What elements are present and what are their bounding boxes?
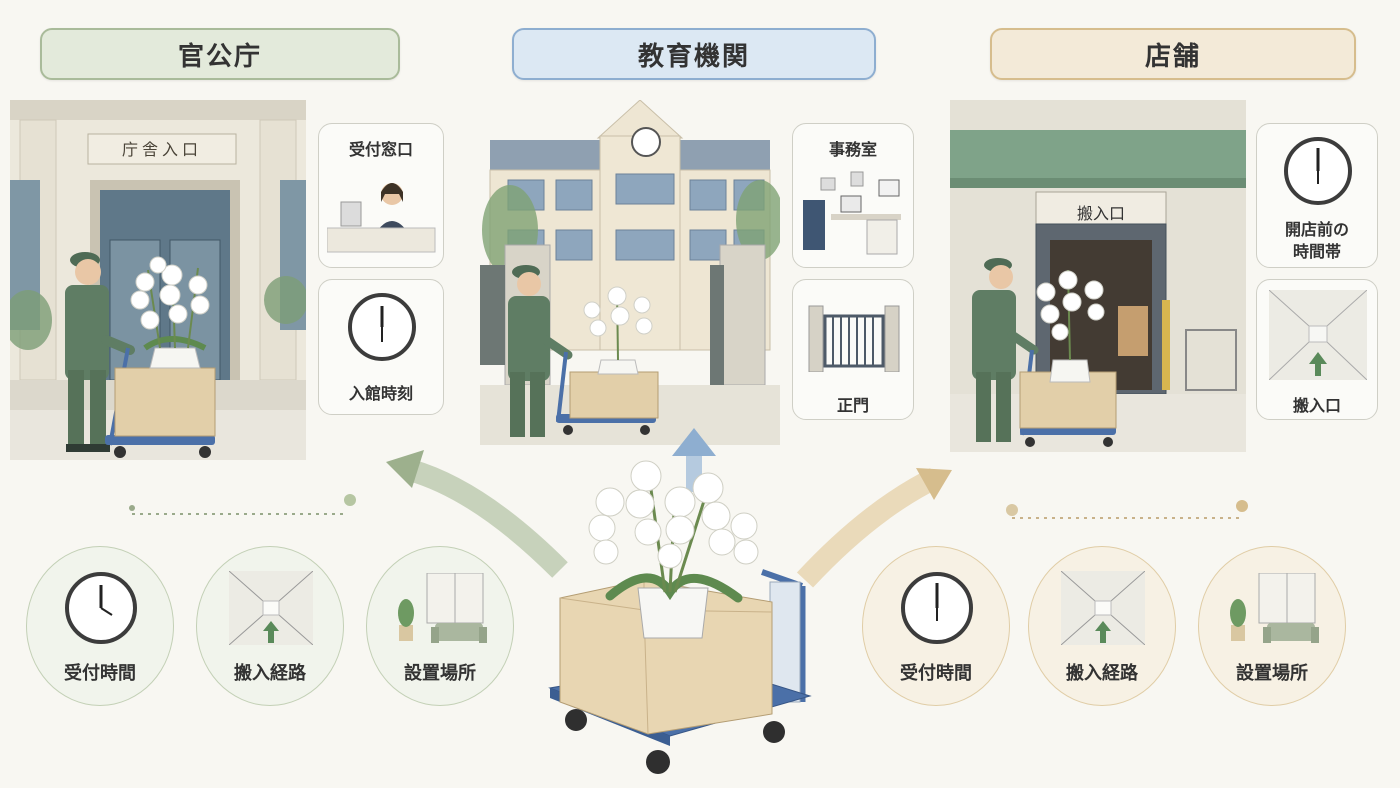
store-card-loading-entrance-label: 搬入口 — [1292, 396, 1341, 415]
store-circle-reception-hours: 受付時間 — [862, 546, 1010, 706]
arrow-to-store — [796, 468, 940, 588]
school-building-scene — [480, 100, 780, 445]
store-header: 店舗 — [990, 28, 1356, 80]
store-building-scene: 搬入口 — [950, 100, 1246, 452]
store-card-loading-entrance: 搬入口 — [1256, 279, 1378, 420]
corridor-icon — [1269, 290, 1367, 380]
school-building-illustration — [480, 100, 780, 445]
store-card-before-opening-label: 開店前の — [1284, 220, 1349, 239]
reception-desk-icon — [327, 183, 436, 253]
store-circle-delivery-route: 搬入経路 — [1028, 546, 1176, 706]
government-building-illustration — [10, 100, 306, 460]
government-card-entry-time-label: 入館時刻 — [348, 384, 413, 403]
education-card-gate: 正門 — [792, 279, 914, 420]
government-card-reception-label: 受付窓口 — [348, 140, 413, 159]
education-header-label: 教育機関 — [637, 41, 750, 72]
government-circle-installation-place: 設置場所 — [366, 546, 514, 706]
government-card-reception: 受付窓口 — [318, 123, 444, 268]
clock-icon — [901, 572, 973, 644]
government-circle-reception-hours-label: 受付時間 — [64, 663, 136, 684]
store-card-before-opening: 開店前の 時間帯 — [1256, 123, 1378, 268]
government-circle-delivery-route-label: 搬入経路 — [234, 663, 306, 684]
clock-icon — [348, 293, 416, 361]
store-building-illustration — [950, 100, 1246, 452]
store-circle-installation-place-label: 設置場所 — [1236, 663, 1308, 684]
education-card-office: 事務室 — [792, 123, 914, 268]
education-card-gate-label: 正門 — [836, 396, 869, 415]
government-building-scene: 庁舎入口 — [10, 100, 306, 460]
clock-icon — [1284, 137, 1352, 205]
corridor-icon — [229, 571, 313, 645]
government-building-sign: 庁舎入口 — [121, 140, 202, 159]
government-card-entry-time: 入館時刻 — [318, 279, 444, 415]
corridor-icon — [1061, 571, 1145, 645]
store-circle-reception-hours-label: 受付時間 — [900, 663, 972, 684]
store-header-label: 店舗 — [1144, 41, 1201, 72]
government-header: 官公庁 — [40, 28, 400, 80]
orchid-cart-illustration — [548, 460, 812, 774]
lounge-icon — [398, 573, 487, 643]
lounge-icon — [1230, 573, 1319, 643]
arrow-head-store — [916, 468, 952, 500]
gate-icon — [808, 305, 900, 372]
store-card-before-opening-label-2: 時間帯 — [1292, 242, 1341, 261]
store-circle-installation-place: 設置場所 — [1198, 546, 1346, 706]
office-icon — [803, 171, 901, 255]
government-circle-reception-hours: 受付時間 — [26, 546, 174, 706]
government-circle-delivery-route: 搬入経路 — [196, 546, 344, 706]
clock-icon — [65, 572, 137, 644]
store-building-sign: 搬入口 — [1076, 204, 1125, 223]
government-header-label: 官公庁 — [177, 41, 262, 72]
government-circle-installation-place-label: 設置場所 — [404, 663, 476, 684]
central-orchid-cart — [540, 452, 820, 782]
store-circle-delivery-route-label: 搬入経路 — [1066, 663, 1138, 684]
education-card-office-label: 事務室 — [828, 140, 877, 159]
arrow-head-education — [672, 428, 716, 456]
education-header: 教育機関 — [512, 28, 876, 80]
arrow-to-government — [406, 459, 568, 578]
arrow-head-government — [386, 450, 424, 488]
